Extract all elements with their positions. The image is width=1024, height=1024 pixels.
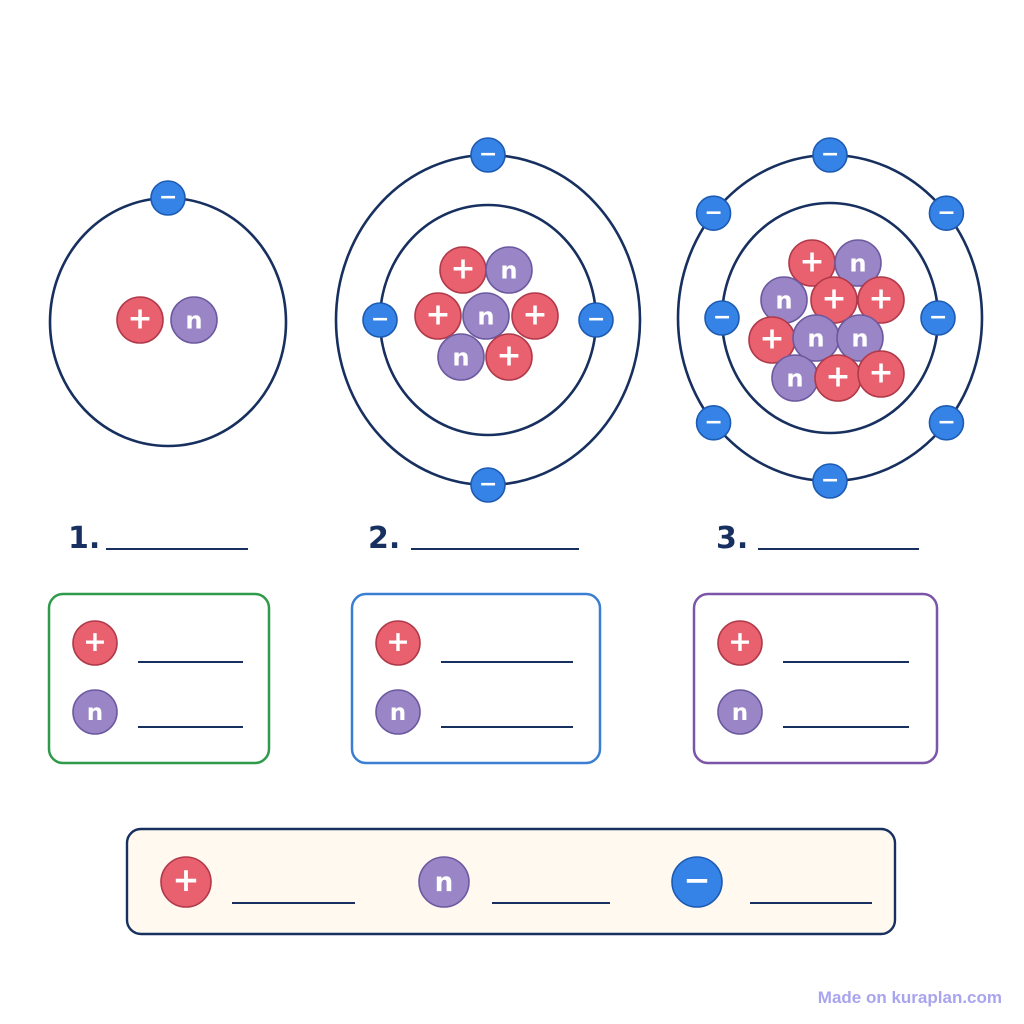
neutron-symbol: n [500,256,517,284]
neutron-symbol: n [452,343,469,371]
electron: − [362,302,398,338]
electron-symbol: − [929,304,948,330]
proton-symbol: + [825,359,850,394]
count-box-1: +n [47,592,271,765]
proton-symbol: + [496,338,521,373]
neutron: n [771,354,819,402]
proton-symbol: + [799,244,824,279]
proton-symbol: + [83,624,107,658]
electron: − [812,463,848,499]
atom-number-label: 1. [68,521,100,556]
proton: + [485,333,533,381]
electron-symbol: − [704,409,723,435]
proton-symbol: + [868,355,893,390]
atom-number-label: 2. [368,521,400,556]
proton-count-icon: + [717,620,763,666]
electron: − [928,404,965,441]
electron: − [695,404,732,441]
electron-symbol: − [704,199,723,225]
proton: + [414,292,462,340]
neutron: n [170,296,218,344]
neutron-count-icon: n [375,689,421,735]
proton-count-icon: + [72,620,118,666]
neutron-symbol: n [477,302,494,330]
count-box-2: +n [350,592,602,765]
proton-count-icon: + [375,620,421,666]
proton: + [810,276,858,324]
proton: + [857,350,905,398]
neutron: n [485,246,533,294]
neutron-symbol: n [390,700,406,726]
electron: − [704,300,740,336]
electron-symbol: − [713,304,732,330]
proton: + [814,354,862,402]
electron: − [928,195,965,232]
electron: − [920,300,956,336]
watermark: Made on kuraplan.com [817,988,1002,1007]
proton-symbol: + [728,624,752,658]
electron-symbol: − [821,467,840,493]
proton-symbol: + [450,251,475,286]
proton-symbol: + [522,297,547,332]
electron: − [578,302,614,338]
electron-symbol: − [479,471,498,497]
neutron-symbol: n [775,286,792,314]
neutron-symbol: n [185,306,202,334]
neutron-symbol: n [87,700,103,726]
electron-symbol: − [683,861,710,899]
neutron-symbol: n [435,868,454,898]
proton-symbol: + [386,624,410,658]
atom-1: + n − [48,180,288,448]
neutron-symbol: n [851,324,868,352]
neutron-symbol: n [786,364,803,392]
electron-symbol: − [159,184,178,210]
electron: − [470,137,506,173]
proton: + [439,246,487,294]
electron: − [470,467,506,503]
proton-symbol: + [172,861,199,899]
electron: − [695,195,732,232]
neutron-symbol: n [807,324,824,352]
electron: − [150,180,186,216]
neutron-symbol: n [849,249,866,277]
legend-bar: + n − [125,827,897,936]
electron-symbol: − [821,141,840,167]
legend-proton-icon: + [160,856,212,908]
electron: − [812,137,848,173]
proton-symbol: + [425,297,450,332]
electron-symbol: − [937,199,956,225]
proton-symbol: + [759,321,784,356]
electron-symbol: − [937,409,956,435]
atom-2: +n+n+n+−−−− [334,137,642,503]
proton-symbol: + [868,281,893,316]
neutron: n [462,292,510,340]
proton: + [116,296,164,344]
legend-neutron-icon: n [418,856,470,908]
neutron-count-icon: n [72,689,118,735]
proton: + [857,276,905,324]
neutron: n [834,239,882,287]
neutron: n [792,314,840,362]
proton-symbol: + [821,281,846,316]
orbit-1 [48,196,288,448]
atom-number-label: 3. [716,521,748,556]
proton: + [511,292,559,340]
electron-symbol: − [479,141,498,167]
electron-symbol: − [371,306,390,332]
proton: + [748,316,796,364]
count-box-3: +n [692,592,939,765]
neutron-symbol: n [732,700,748,726]
neutron-count-icon: n [717,689,763,735]
legend-electron-icon: − [671,856,723,908]
proton-symbol: + [127,301,152,336]
neutron: n [836,314,884,362]
neutron: n [437,333,485,381]
neutron: n [760,276,808,324]
electron-symbol: − [587,306,606,332]
